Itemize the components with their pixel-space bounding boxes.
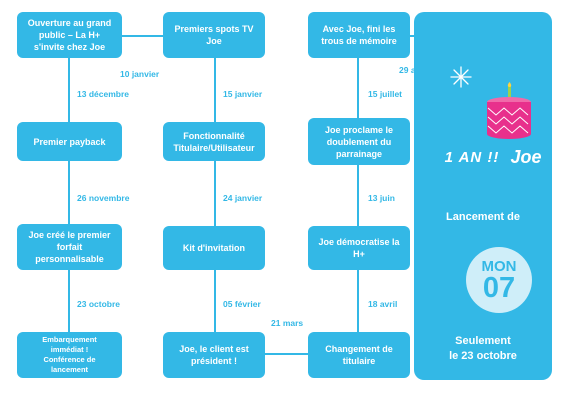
event-box-holder-user-feature: Fonctionnalité Titulaire/Utilisateur [163,122,265,161]
date-label-13-june: 13 juin [368,193,395,203]
event-box-invitation-kit: Kit d'invitation [163,226,265,270]
date-label-18-april: 18 avril [368,299,398,309]
date-label-26-november: 26 novembre [77,193,130,203]
date-label-15-january: 15 janvier [223,89,263,99]
date-label-24-january: 24 janvier [223,193,263,203]
event-box-opening-public: Ouverture au grand public – La H+ s'invi… [17,12,122,58]
one-year-label: 1 AN !! [444,149,500,166]
event-box-client-president: Joe, le client est président ! [163,332,265,378]
event-box-democratize-h-plus: Joe démocratise la H+ [308,226,410,270]
date-label-05-february: 05 février [223,299,261,309]
event-box-launch-conference: Embarquement immédiat ! Conférence de la… [17,332,122,378]
date-label-13-december: 13 décembre [77,89,129,99]
mon-badge-label: MON [481,257,517,275]
date-label-10-january: 10 janvier [120,69,160,79]
sparkle-icon [450,66,472,88]
event-box-first-tv-spots: Premiers spots TV Joe [163,12,265,58]
joe-logo: Joe [510,147,542,167]
mon-badge: MON 07 [466,247,532,313]
mon-badge-day: 07 [482,271,516,304]
event-box-holder-change: Changement de titulaire [308,332,410,378]
event-box-double-referral: Joe proclame le doublement du parrainage [308,118,410,165]
date-label-15-july: 15 juillet [368,89,403,99]
event-box-first-payback: Premier payback [17,122,122,161]
event-box-no-memory-gaps: Avec Joe, fini les trous de mémoire [308,12,410,58]
date-label-23-october: 23 octobre [77,299,120,309]
birthday-cake-icon [487,82,531,139]
date-label-29-august: 29 août [399,65,429,75]
date-label-21-march: 21 mars [271,318,304,328]
launch-date-footer: Seulement le 23 octobre [449,335,517,362]
anniversary-panel [414,12,552,380]
event-box-first-custom-plan: Joe créé le premier forfait personnalisa… [17,224,122,270]
launch-label: Lancement de [446,211,520,223]
